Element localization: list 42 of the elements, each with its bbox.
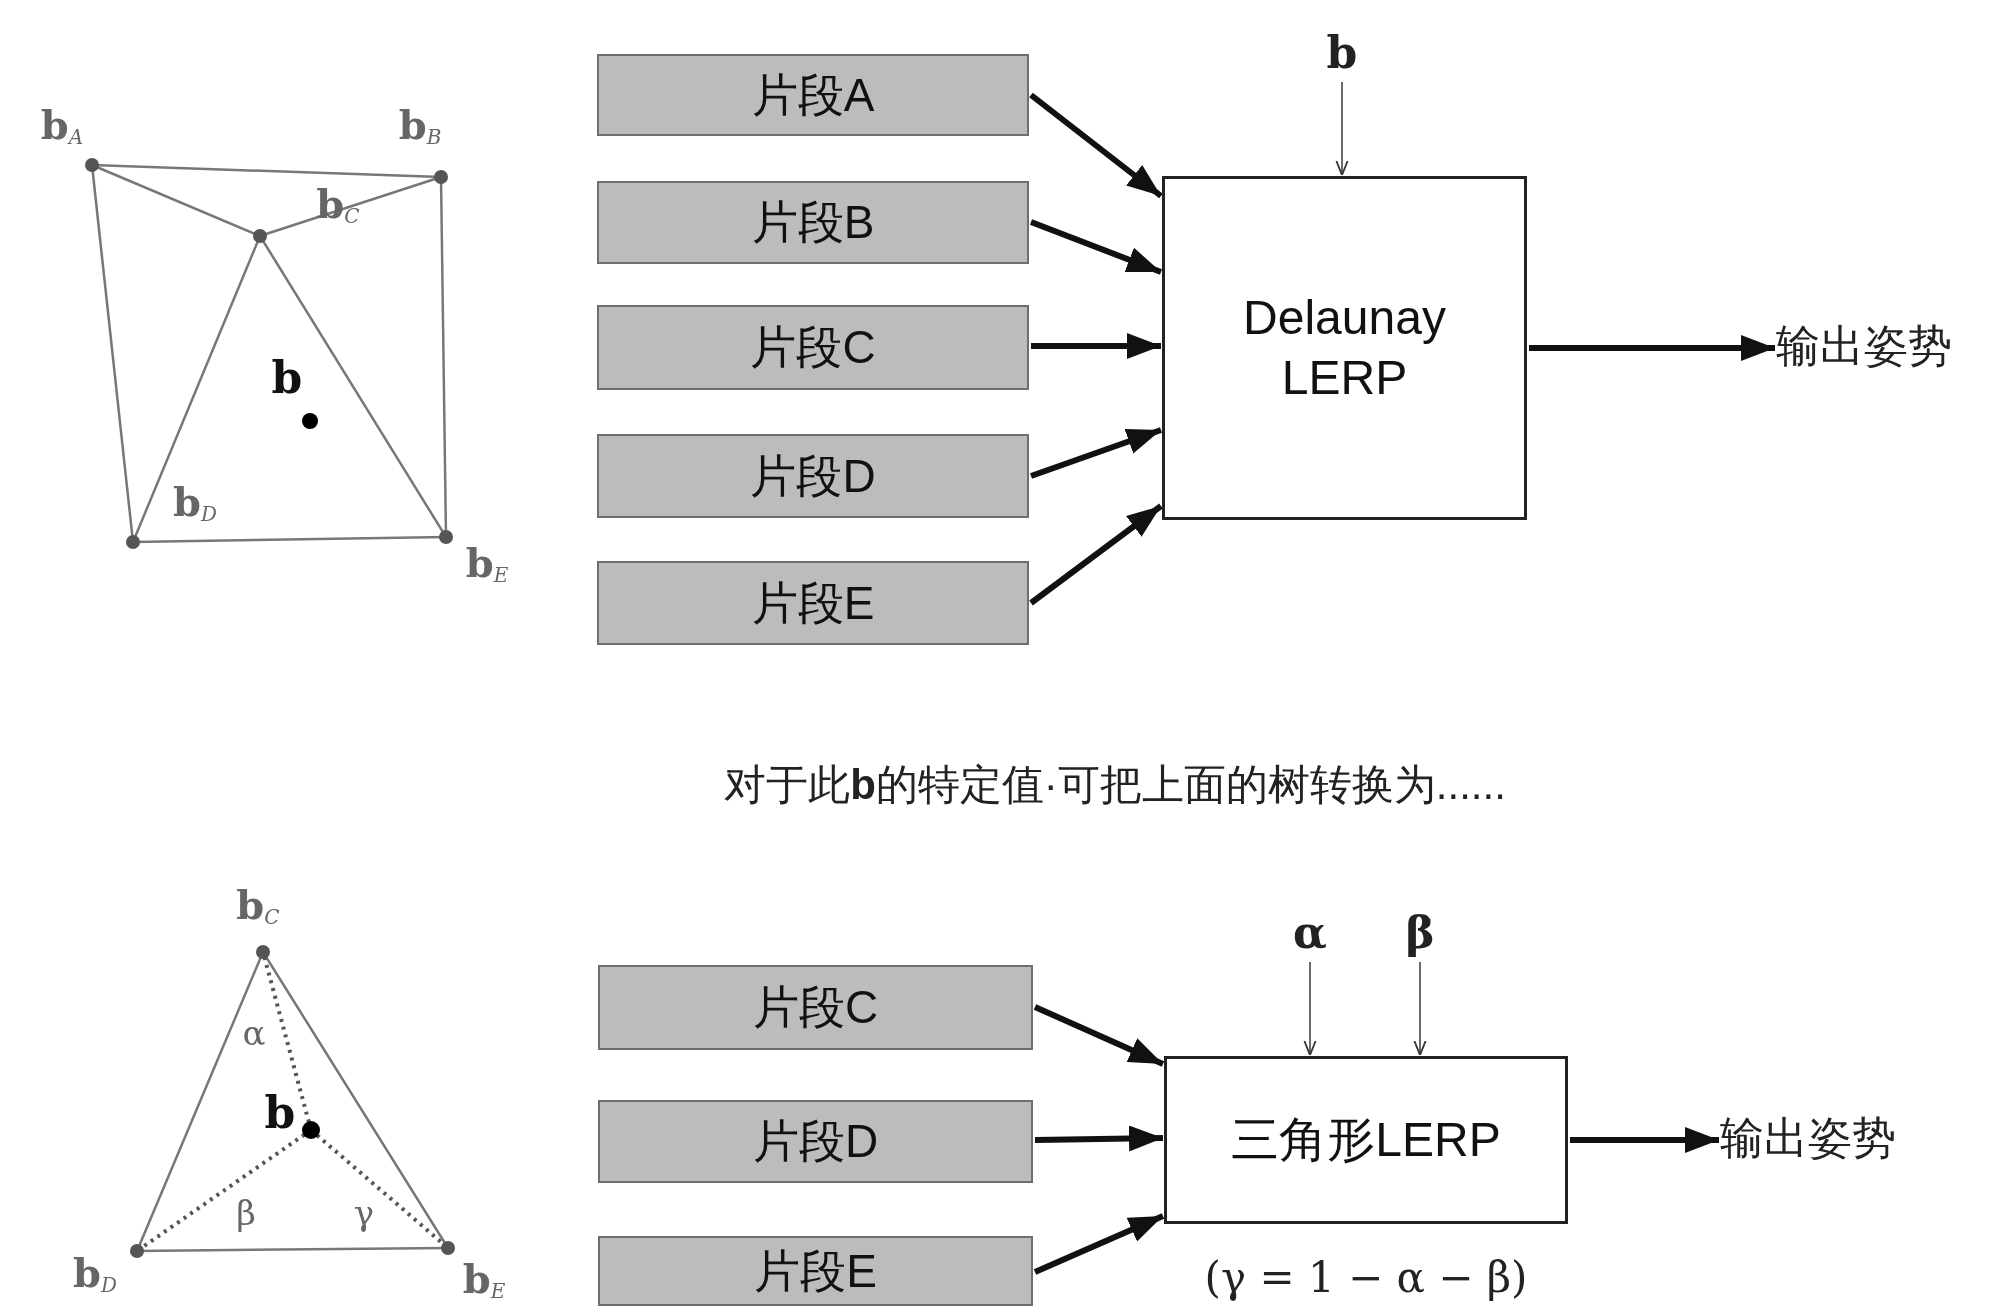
arrow: [1033, 1004, 1165, 1067]
point-label: α: [242, 1016, 266, 1050]
point-label: b$_{E}$: [465, 543, 509, 583]
point-label: b$_{A}$: [40, 105, 84, 145]
point-label: b$_{D}$: [173, 482, 217, 522]
output-label: 输出姿势: [1776, 318, 2008, 374]
clip-box: 片段C: [598, 965, 1033, 1050]
point-label: b$_{D}$: [73, 1253, 117, 1293]
arrow: [1034, 1125, 1164, 1152]
arrow: [1303, 961, 1317, 1056]
parameter-label: β: [1400, 908, 1440, 958]
clip-box: 片段C: [597, 305, 1029, 390]
point-label: b: [271, 356, 303, 400]
clip-box: 片段D: [597, 434, 1029, 518]
point-label: b$_{B}$: [398, 105, 442, 145]
point-label: b$_{E}$: [462, 1259, 506, 1299]
arrow: [1029, 503, 1163, 606]
point-label: β: [236, 1196, 256, 1230]
point-label: b: [264, 1091, 296, 1135]
output-label: 输出姿势: [1720, 1110, 1956, 1166]
arrow: [1029, 92, 1163, 199]
blend-box: 三角形LERP: [1164, 1056, 1568, 1224]
arrow: [1529, 335, 1775, 361]
clip-box: 片段A: [597, 54, 1029, 136]
clip-box: 片段E: [597, 561, 1029, 645]
arrow: [1030, 426, 1162, 479]
parameter-label: b: [1322, 28, 1362, 78]
clip-box: 片段B: [597, 181, 1029, 264]
arrow: [1033, 1213, 1165, 1275]
arrow: [1031, 333, 1161, 359]
point-label: γ: [353, 1196, 375, 1230]
clip-box: 片段D: [598, 1100, 1033, 1183]
clip-box: 片段E: [598, 1236, 1033, 1306]
blend-box: Delaunay LERP: [1162, 176, 1527, 520]
arrow: [1029, 219, 1163, 275]
parameter-label: α: [1290, 908, 1330, 958]
constraint-formula: (γ = 1 − α − β): [1204, 1252, 1528, 1304]
point-label: b$_{C}$: [236, 885, 280, 925]
arrow: [1413, 961, 1427, 1056]
note-text: 对于此b的特定值·可把上面的树转换为......: [724, 764, 1506, 806]
arrow: [1335, 81, 1349, 176]
arrow: [1570, 1127, 1719, 1153]
